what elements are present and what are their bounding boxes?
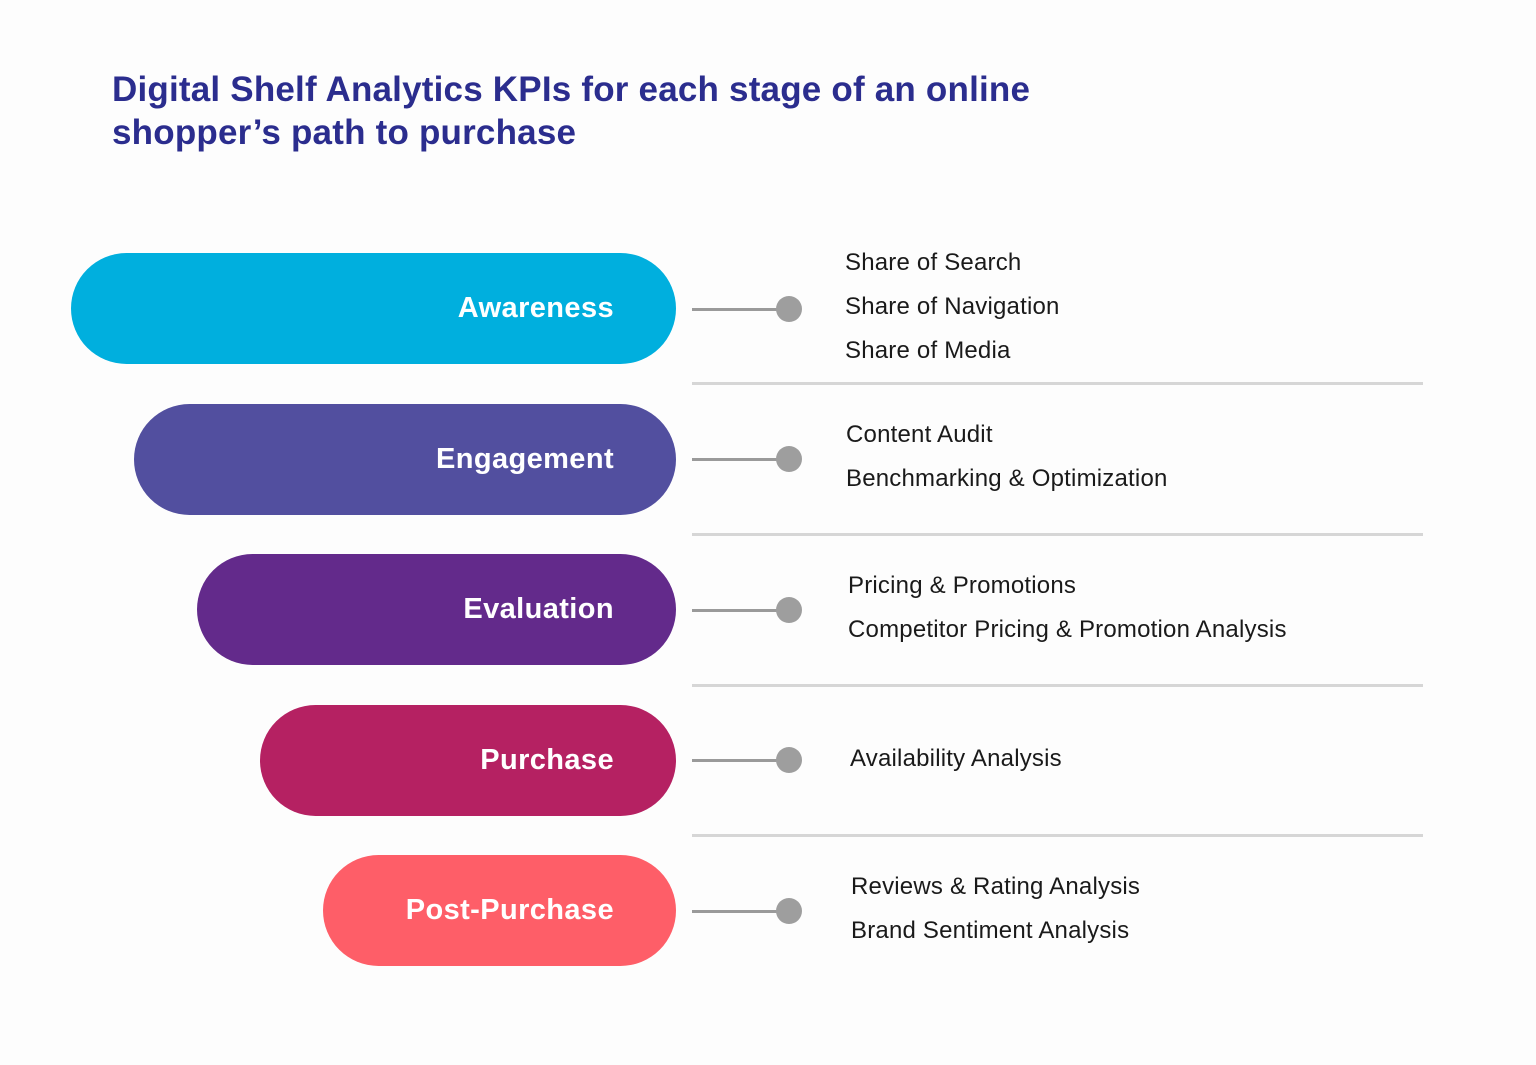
divider — [692, 684, 1423, 687]
kpi-item: Benchmarking & Optimization — [846, 465, 1168, 492]
kpi-list-post-purchase: Reviews & Rating Analysis Brand Sentimen… — [851, 865, 1140, 953]
connector-line — [692, 308, 782, 311]
stage-label: Post-Purchase — [405, 894, 614, 926]
kpi-item: Pricing & Promotions — [848, 572, 1077, 599]
title-line-1: Digital Shelf Analytics KPIs for each st… — [112, 70, 1031, 109]
connector-post-purchase — [692, 898, 802, 924]
connector-evaluation — [692, 597, 802, 623]
connector-dot-icon — [776, 747, 802, 773]
kpi-list-awareness: Share of Search Share of Navigation Shar… — [845, 241, 1060, 373]
connector-engagement — [692, 446, 802, 472]
stage-awareness: Awareness — [71, 253, 676, 364]
divider — [692, 382, 1423, 385]
stage-purchase: Purchase — [260, 705, 676, 816]
kpi-list-engagement: Content Audit Benchmarking & Optimizatio… — [846, 413, 1168, 501]
connector-line — [692, 759, 782, 762]
stage-post-purchase: Post-Purchase — [323, 855, 676, 966]
kpi-item: Availability Analysis — [850, 745, 1062, 772]
stage-label: Evaluation — [463, 593, 614, 625]
connector-awareness — [692, 296, 802, 322]
kpi-item: Share of Search — [845, 249, 1022, 276]
kpi-item: Reviews & Rating Analysis — [851, 873, 1141, 900]
divider — [692, 533, 1423, 536]
stage-engagement: Engagement — [134, 404, 676, 515]
kpi-item: Competitor Pricing & Promotion Analysis — [848, 616, 1287, 643]
connector-dot-icon — [776, 446, 802, 472]
stage-label: Purchase — [480, 744, 614, 776]
kpi-list-purchase: Availability Analysis — [850, 737, 1062, 781]
connector-line — [692, 609, 782, 612]
connector-line — [692, 910, 782, 913]
title-line-2: shopper’s path to purchase — [112, 113, 577, 152]
stage-evaluation: Evaluation — [197, 554, 676, 665]
kpi-item: Share of Navigation — [845, 293, 1060, 320]
stage-label: Engagement — [435, 443, 614, 475]
page-title: Digital Shelf Analytics KPIs for each st… — [112, 68, 1212, 154]
connector-dot-icon — [776, 296, 802, 322]
connector-dot-icon — [776, 597, 802, 623]
kpi-list-evaluation: Pricing & Promotions Competitor Pricing … — [848, 564, 1287, 652]
connector-line — [692, 458, 782, 461]
divider — [692, 834, 1423, 837]
kpi-item: Share of Media — [845, 337, 1011, 364]
connector-purchase — [692, 747, 802, 773]
kpi-item: Content Audit — [846, 421, 993, 448]
connector-dot-icon — [776, 898, 802, 924]
kpi-item: Brand Sentiment Analysis — [851, 917, 1130, 944]
stage-label: Awareness — [457, 292, 614, 324]
